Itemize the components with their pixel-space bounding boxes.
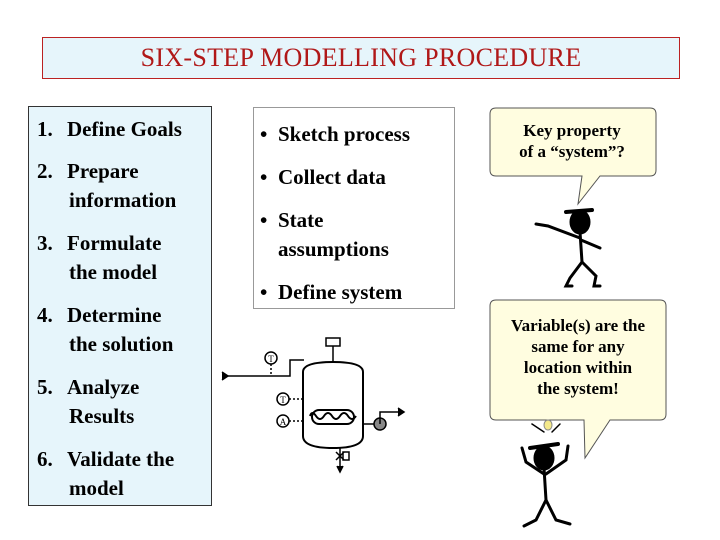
step-1: 1. Define Goals <box>37 115 182 144</box>
step-text: Formulate <box>67 231 162 255</box>
bubble-top-text: Key property of a “system”? <box>492 120 652 162</box>
substep-define-system: • Define system <box>260 278 402 307</box>
substep-sketch: • Sketch process <box>260 120 410 149</box>
step-text: Prepare <box>67 159 139 183</box>
bubble-top-line: of a “system”? <box>519 142 625 161</box>
bubble-bottom-text: Variable(s) are the same for any locatio… <box>490 315 666 399</box>
idea-figure-icon <box>520 419 572 528</box>
bubble-bottom-line: same for any <box>531 337 625 356</box>
speech-bubble-bottom <box>489 299 667 460</box>
substep-text: Define system <box>278 280 403 304</box>
step-text: Determine <box>67 303 162 327</box>
step-text-cont: the model <box>69 260 158 284</box>
step-text: Define Goals <box>67 117 182 141</box>
bullet-icon: • <box>260 208 268 232</box>
substep-assumptions: • State assumptions <box>260 206 389 264</box>
step-6: 6. Validate the model <box>37 445 174 503</box>
substep-text: Collect data <box>278 165 386 189</box>
instrument-label-a: A <box>280 417 287 427</box>
step-number: 3. <box>37 231 53 255</box>
instrument-label-t: T <box>280 395 286 405</box>
step-text-cont: information <box>69 188 177 212</box>
bubble-bottom-line: Variable(s) are the <box>510 316 646 335</box>
step-4: 4. Determine the solution <box>37 301 173 359</box>
step-number: 2. <box>37 159 53 183</box>
bullet-icon: • <box>260 165 268 189</box>
step-number: 1. <box>37 117 53 141</box>
step-2: 2. Prepare information <box>37 157 176 215</box>
page-title: SIX-STEP MODELLING PROCEDURE <box>140 43 582 72</box>
bullet-icon: • <box>260 280 268 304</box>
bubble-bottom-line: the system! <box>537 379 619 398</box>
bullet-icon: • <box>260 122 268 146</box>
substep-text-cont: assumptions <box>278 237 389 261</box>
title-banner: SIX-STEP MODELLING PROCEDURE <box>42 37 680 79</box>
substep-collect: • Collect data <box>260 163 386 192</box>
step-number: 4. <box>37 303 53 327</box>
step-text: Validate the <box>67 447 175 471</box>
step-3: 3. Formulate the model <box>37 229 161 287</box>
step-text: Analyze <box>67 375 140 399</box>
step-number: 6. <box>37 447 53 471</box>
step-5: 5. Analyze Results <box>37 373 139 431</box>
feed-line <box>228 359 304 377</box>
bubble-bottom-line: location within <box>523 358 633 377</box>
steps-panel: 1. Define Goals 2. Prepare information 3. F… <box>28 106 212 506</box>
pointing-figure-icon <box>534 208 602 288</box>
substeps-panel: • Sketch process • Collect data • State ass… <box>253 107 455 309</box>
step-text-cont: Results <box>69 404 135 428</box>
substep-text: State <box>278 208 324 232</box>
speech-bubble-top <box>489 107 657 206</box>
process-sketch: T T A <box>221 337 406 474</box>
tank <box>302 360 364 450</box>
substep-text: Sketch process <box>278 122 411 146</box>
step-number: 5. <box>37 375 53 399</box>
instrument-label-top: T <box>268 354 274 364</box>
step-text-cont: the solution <box>69 332 174 356</box>
bubble-top-line: Key property <box>523 121 621 140</box>
step-text-cont: model <box>69 476 124 500</box>
